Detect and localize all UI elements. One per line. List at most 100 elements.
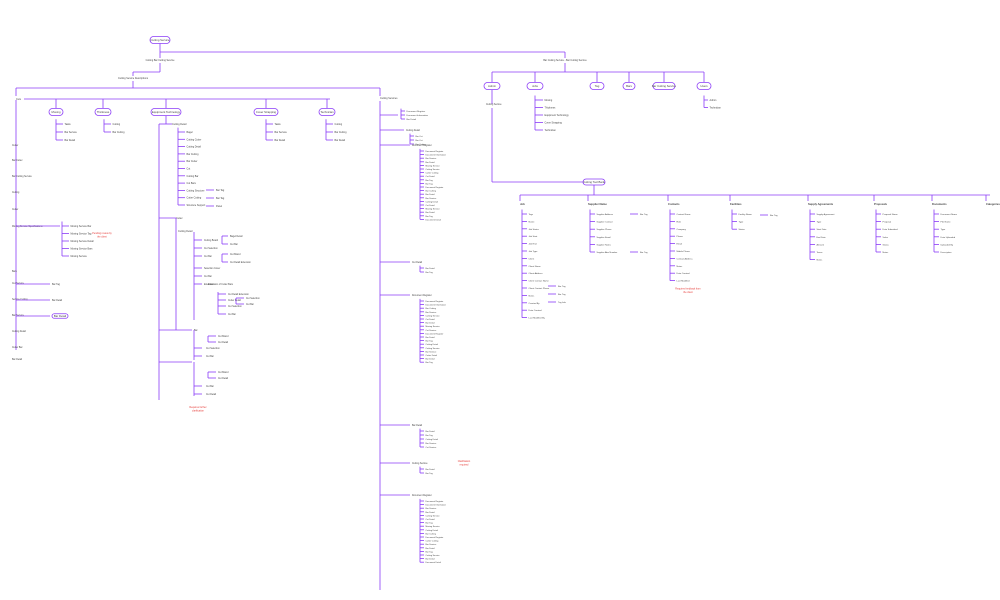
col-4-item: Supply Agreement [817,213,835,216]
col-0-item: Client Address [529,272,544,275]
equip-note: Requires further [189,406,206,409]
mid-group-6-item: Cutting Service [426,514,441,517]
right-4-pill[interactable] [652,82,676,90]
col-0-item: Client Contact Phone [529,287,550,290]
left-col-item: Bar Service [12,314,25,317]
equip-item: Cut Bars [187,182,197,185]
mid-group-3-item: Moving Service [426,325,441,328]
col-5-item: Status [883,243,890,246]
column-title: Proposals [874,202,887,206]
mid-group-0-item: Bar Cut [416,139,423,142]
left-col-item: Cutter [12,208,18,211]
left-col-item: Service Cutting [12,298,28,301]
mid-group-6-item: Document Register [426,536,444,539]
col-0-item: Job Type [529,251,539,253]
group-4-label: Technician [320,110,334,114]
mid-group-6-item: Bar Service [426,543,438,546]
col-2-item: Contact Address [677,257,694,260]
mid-group-label: Cut Detail [412,261,423,264]
cover-item: Bar Service [275,131,288,134]
mid-group-3-item: Bar Service [426,350,438,353]
col-3-item: Type [739,222,745,224]
mid-group-6-item: Bar Service [426,507,438,510]
mid-group-6-item: Bar Tag [426,550,434,553]
group-3-pill[interactable] [253,108,279,116]
right-2-pill[interactable] [589,82,605,90]
mid-group-1-item: Cutter Cutting [426,172,440,175]
mid-group-6-item: Bar Cutting [426,532,437,535]
left-bottom-label: Bar Detail [54,314,67,318]
equip-sub-item: Selection Cover [204,267,220,270]
left-col-item: Bar Detail [12,358,23,361]
equip-header: Cutting Detail [172,123,187,126]
equip-item: Cutting Structure [187,189,206,192]
mid-group-3-item: Cutting Service [426,314,441,317]
moving-spec-item: Moving Service Detail [71,240,95,243]
column-title: Contacts [668,202,680,206]
col-1-item: Supplier Address [597,213,614,216]
col-4-item: Terms [817,251,824,254]
col-0-item: Client Name [529,265,542,268]
mid-group-1-item: Document Register [426,186,444,189]
right-3-pill[interactable] [622,82,636,90]
mid-group-3-item: Document Information [426,304,447,307]
equip-sub-head: Cutting Detail [178,230,193,233]
mid-group-6-item: Cutting Service [426,554,441,557]
col-4-item: End Date [817,236,827,239]
equip-lower-item: Cut Board [218,335,229,338]
group-1-pill[interactable] [94,108,112,116]
group-2-pill[interactable] [150,108,182,116]
equip-ext-item: Cut Selection [228,305,242,308]
left-col-item: Cutter Bar [12,346,23,349]
mid-top-item: Bar Detail [407,118,417,121]
mid-group-1-item: Cutting Detail [426,200,439,203]
mid-group-1-item: Cutting Service [426,168,441,171]
col-tag: Bar Tag [558,293,566,296]
technician-item: Bar Cutting [335,131,348,134]
mid-group-6-item: Cutting Detail [426,529,439,532]
equip-ext-item: Cutter Detail [228,299,241,302]
col-tag: Bar Tag [640,213,648,216]
mid-group-0-item: Bar Cut [416,135,423,138]
right-0-pill[interactable] [483,82,501,90]
equip-lower-item: Cut Bar [206,385,214,388]
mid-group-note: Clarification [458,460,471,463]
equip-lower-item: Cut Detail [218,377,229,380]
mid-group-1-item: Bar Detail [426,211,436,214]
mid-group-6-item: Bar Tag [426,522,434,525]
technician-item: Cutting [335,123,343,126]
equip-item: Cutting Cutter [187,138,202,141]
right-1-pill[interactable] [526,82,544,90]
equip-sub-item: Cut Selection [204,247,218,250]
mid-group-5-item: Bar Tag [426,472,434,475]
col-2-item: Notes [677,265,684,268]
equip-lower-item: Cut Detail [206,393,217,396]
column-title: Supply Agreements [808,202,834,206]
column-title: Job [520,202,525,206]
mid-group-1-item: Cut Detail [426,204,436,207]
equip-deep-item: Cut Detail Extension [230,261,252,264]
cover-item: Bar Detail [275,139,286,142]
group-4-pill[interactable] [318,108,336,116]
moving-item: Tasks [65,123,72,126]
column-title: Categories [986,202,1000,206]
right-1-label: Jobs [532,84,539,88]
equip-sub-item: Cut Bar [204,275,212,278]
col-0-item: Name [529,221,536,223]
col-0-item: Tags [529,214,535,216]
mid-group-4-item: Cut Service [426,446,438,449]
equip-ext3-item: Cut Bar [246,303,254,306]
col-6-item: File Name [941,222,952,224]
mid-group-3-item: Bar Detail [426,358,436,361]
right-5-pill[interactable] [696,82,712,90]
group-0-pill[interactable] [48,108,64,116]
equip-item: Structure Support [187,204,206,207]
left-bottom-pill[interactable] [51,313,69,319]
jobs-item: Equipment Technology [545,114,570,117]
mid-group-6-item: Cut Detail [426,518,436,521]
equip-item: Cutting Bar [187,175,199,178]
mid-group-1-item: Bar Service [426,157,438,160]
col-0-item: Date Created [529,309,543,312]
col-6-item: Uploaded By [941,244,954,246]
mid-group-4-item: Bar Detail [426,430,436,433]
